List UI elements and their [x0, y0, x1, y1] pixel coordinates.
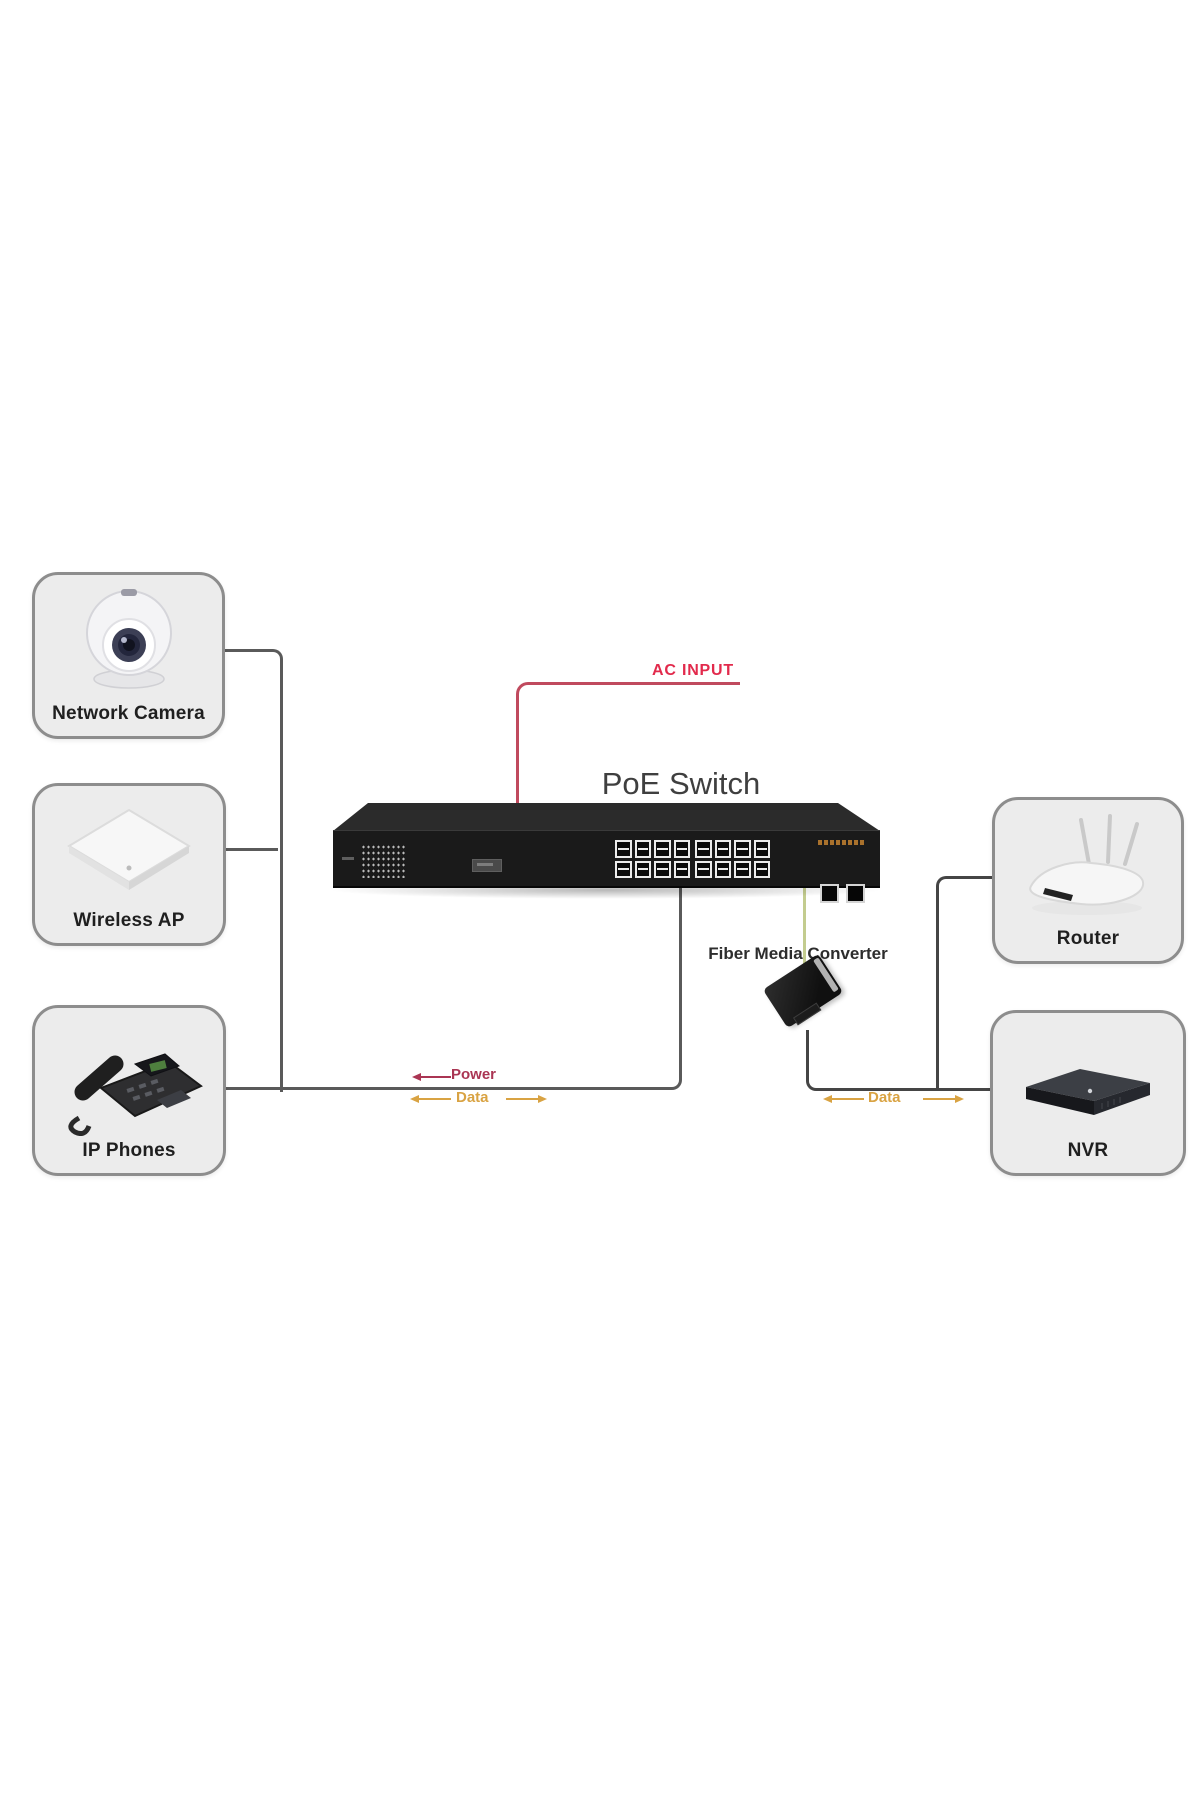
switch-top-face: [333, 803, 880, 831]
switch-brand-mark: [342, 857, 354, 860]
rj45-port-group-2: [695, 840, 770, 878]
wireless-ap-label: Wireless AP: [73, 910, 185, 931]
rj45-port: [753, 860, 770, 878]
data-arrow-right-icon: [506, 1095, 547, 1103]
ac-input-label: AC INPUT: [652, 662, 734, 679]
switch-sfp-print: [818, 840, 866, 845]
rj45-port: [615, 860, 632, 878]
data-arrow-right-icon: [923, 1095, 964, 1103]
fiber-media-converter-device: [762, 953, 844, 1029]
power-arrow-left-icon: [412, 1073, 451, 1081]
data-arrow-left-icon: [410, 1095, 451, 1103]
rj45-port: [695, 860, 712, 878]
ip-phone-icon: [68, 1053, 203, 1136]
fiber-media-converter-label: Fiber Media Converter: [708, 944, 888, 963]
sfp-port: [846, 884, 865, 903]
router-box: Router: [992, 797, 1184, 964]
ac-input-line: [516, 682, 740, 807]
router-icon: [1029, 814, 1145, 915]
data-label-right: Data: [868, 1089, 901, 1106]
rj45-port: [714, 840, 731, 858]
rj45-port: [615, 840, 632, 858]
rj45-port: [634, 840, 651, 858]
wireless-ap-box: Wireless AP: [32, 783, 226, 946]
rj45-port: [634, 860, 651, 878]
switch-led-indicators: [361, 844, 407, 878]
ip-phones-box: IP Phones: [32, 1005, 226, 1176]
power-label: Power: [451, 1066, 497, 1083]
switch-front-panel: [333, 830, 880, 903]
rj45-port: [695, 840, 712, 858]
rj45-port: [673, 860, 690, 878]
switch-to-converter-fiber-line: [803, 884, 806, 972]
router-label: Router: [1056, 928, 1120, 949]
ap-to-switch-line: [220, 848, 278, 851]
data-arrow-left-icon: [823, 1095, 864, 1103]
switch-model-plate: [472, 859, 502, 872]
camera-to-switch-line: [219, 649, 283, 1092]
phones-to-switch-line: [220, 885, 682, 1090]
network-camera-icon: [85, 589, 172, 689]
nvr-icon: [1026, 1069, 1150, 1115]
ip-phones-label: IP Phones: [82, 1140, 176, 1161]
wireless-ap-icon: [67, 808, 191, 890]
rj45-port: [734, 840, 751, 858]
data-label-left: Data: [456, 1089, 489, 1106]
rj45-port: [714, 860, 731, 878]
rj45-port: [673, 840, 690, 858]
network-camera-box: Network Camera: [32, 572, 225, 739]
rj45-port-group-1: [615, 840, 690, 878]
sfp-port: [820, 884, 839, 903]
poe-switch-title: PoE Switch: [601, 766, 761, 801]
rj45-port: [654, 860, 671, 878]
converter-to-nvr-line: [806, 1030, 993, 1091]
nvr-box: NVR: [990, 1010, 1186, 1176]
rj45-port: [654, 840, 671, 858]
rj45-port: [753, 840, 770, 858]
rj45-port: [734, 860, 751, 878]
poe-switch-device: [333, 803, 880, 903]
nvr-label: NVR: [1067, 1140, 1109, 1161]
network-camera-label: Network Camera: [52, 703, 205, 724]
router-to-nvr-line: [936, 876, 995, 1091]
